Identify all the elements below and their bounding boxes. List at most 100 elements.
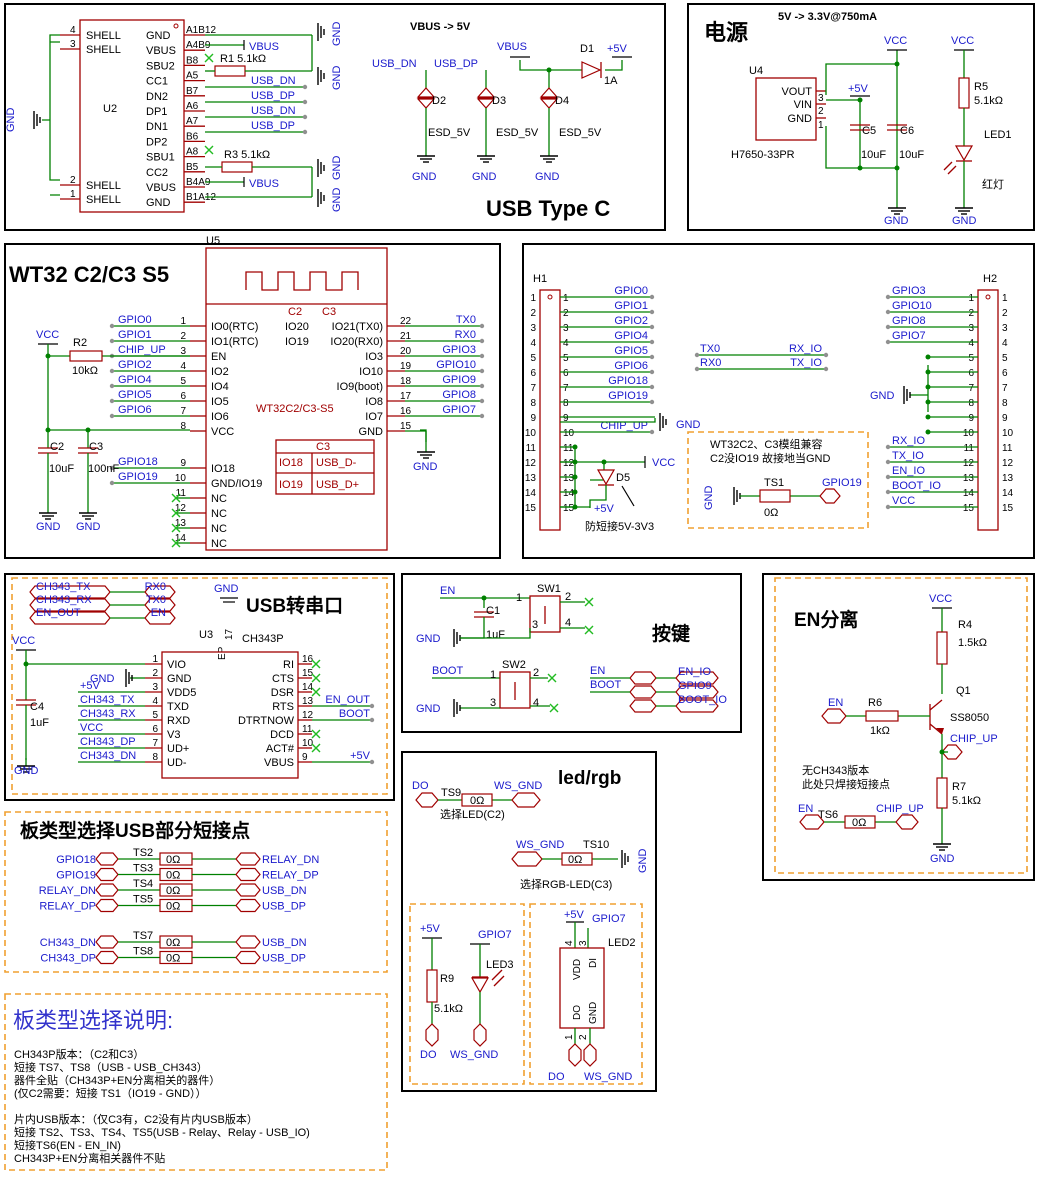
h2-pin-num-inner: 12 [963, 458, 975, 469]
ch343-right-pin-name: CTS [272, 673, 294, 685]
desc-title: 板类型选择说明: [13, 1008, 173, 1033]
h1-pin-num-inner: 2 [563, 308, 569, 319]
power-led-color: 红灯 [982, 178, 1004, 191]
h1-gnd: GND [676, 419, 701, 431]
select-dashed [4, 811, 388, 973]
esd-ref: D2 [432, 95, 446, 107]
h2-pin-num: 14 [1002, 488, 1014, 499]
btn-link-a: BOOT [590, 679, 621, 691]
en-title: EN分离 [794, 608, 858, 631]
btn-link-tag-a [629, 699, 657, 713]
select-row-ts: TS5 [133, 894, 153, 906]
usb-net-data: USB_DN [251, 105, 296, 117]
h1-pin-num-inner: 9 [563, 413, 569, 424]
wt32-vcc: VCC [36, 329, 59, 341]
wt32-r2: R2 [73, 337, 87, 349]
ch343-dashed [11, 577, 388, 795]
wt32-left-pin-name: VCC [211, 426, 234, 438]
button-title: 按键 [652, 622, 690, 645]
wt32-right-pin-name: IO3 [365, 351, 383, 363]
wt32-table-title: C3 [316, 441, 330, 453]
h1-net: CHIP_UP [600, 420, 648, 432]
ch343-left-pin-num: 8 [152, 752, 158, 763]
wt32-left-pin-num: 4 [180, 361, 186, 372]
h1-pin-num-inner: 12 [563, 458, 575, 469]
usb-net-data: USB_DN [251, 75, 296, 87]
wt32-left-pin-num: 10 [175, 473, 187, 484]
wt32-right-pin-num: 22 [400, 316, 412, 327]
usb-r3: R3 5.1kΩ [224, 149, 270, 161]
h1-net: GPIO18 [608, 375, 648, 387]
wt32-right-net: GPIO9 [442, 374, 476, 386]
usb-right-pin-num: A1B12 [186, 25, 216, 36]
h2-pin-num: 5 [1002, 353, 1008, 364]
esd-value: ESD_5V [496, 127, 539, 139]
esd-ref: D4 [555, 95, 569, 107]
no-connect-mark [311, 673, 321, 683]
en-section: EN分离 VCC R4 1.5kΩ Q1 SS8050 EN R6 1kΩ CH… [794, 593, 998, 865]
ts10-gnd: GND [637, 849, 649, 874]
ch343-right-pin-name: DTRTNOW [238, 715, 295, 727]
usb-left-pin-num: 2 [70, 175, 76, 186]
h2-pin-num: 6 [1002, 368, 1008, 379]
select-tag-a [95, 935, 119, 949]
wt32-right-pin-num: 20 [400, 346, 412, 357]
led2-gpio7: GPIO7 [592, 913, 626, 925]
no-connect-mark [311, 659, 321, 669]
wt32-left-net: CHIP_UP [118, 344, 166, 356]
h1-d5: D5 [616, 472, 630, 484]
usb-vbus-note: VBUS -> 5V [410, 21, 471, 33]
wt32-left-pin-num: 2 [180, 331, 186, 342]
ch343-right-pin-name: RI [283, 659, 294, 671]
usb-d1-val: 1A [604, 75, 618, 87]
h-note1: WT32C2、C3模组兼容 [710, 437, 822, 451]
wt32-right-pin-name: GND [359, 426, 384, 438]
ch343-right-pin-name: DCD [270, 729, 294, 741]
btn-sw2: SW2 [502, 659, 526, 671]
usb-right-pin-name: VBUS [146, 45, 176, 57]
led2-vdd: VDD [572, 959, 583, 980]
select-tag-a [95, 950, 119, 965]
ch343-link-b: TX0 [146, 594, 166, 606]
select-row-ts: TS8 [133, 946, 153, 958]
h2-pin-num-inner: 1 [968, 293, 974, 304]
h1-pin-num: 1 [530, 293, 536, 304]
usb-right-pin-num: A8 [186, 147, 199, 158]
wt32-left-pin-name: IO1(RTC) [211, 336, 258, 348]
cross-from: RX0 [700, 357, 721, 369]
en-q1: Q1 [956, 685, 971, 697]
wt32-c2-val: 10uF [49, 463, 74, 475]
usb-right-pin-num: A6 [186, 101, 199, 112]
wt32-c3: C3 [89, 441, 103, 453]
h2-ref: H2 [983, 273, 997, 285]
wt32-gnd-2: GND [76, 521, 101, 533]
power-c6-val: 10uF [899, 149, 924, 161]
ts10-ref: TS10 [583, 839, 609, 851]
ts9-note: 选择LED(C2) [440, 807, 505, 821]
cross-to: RX_IO [789, 343, 822, 355]
usb-right-pin-name: SBU1 [146, 152, 175, 164]
wt32-r2-val: 10kΩ [72, 365, 98, 377]
wt32-table-c: IO19 [279, 479, 303, 491]
ch343-left-pin-name: V3 [167, 729, 180, 741]
ch343-left-net: VCC [80, 722, 103, 734]
btn-gnd-1: GND [416, 633, 441, 645]
h1-pin-num-inner: 6 [563, 368, 569, 379]
ch343-left-pin-num: 2 [152, 668, 158, 679]
select-tag-a [95, 883, 119, 897]
usb-right-pin-name: DN2 [146, 91, 168, 103]
button-section-frame [401, 573, 742, 733]
wt32-left-pin-name: IO2 [211, 366, 229, 378]
esd-value: ESD_5V [428, 127, 471, 139]
h1-pin-num-inner: 14 [563, 488, 575, 499]
ch343-left-pin-num: 1 [152, 654, 158, 665]
ch343-right-pin-num: 15 [302, 668, 314, 679]
h2-net: BOOT_IO [892, 480, 941, 492]
usb-left-gnd: GND [5, 108, 17, 133]
en-dashed [774, 577, 1028, 874]
led3-gpio7: GPIO7 [478, 929, 512, 941]
usb-gnd-a: GND [331, 22, 343, 47]
ch343-left-pin-name: GND [167, 673, 192, 685]
sw2-p3: 3 [490, 697, 496, 709]
